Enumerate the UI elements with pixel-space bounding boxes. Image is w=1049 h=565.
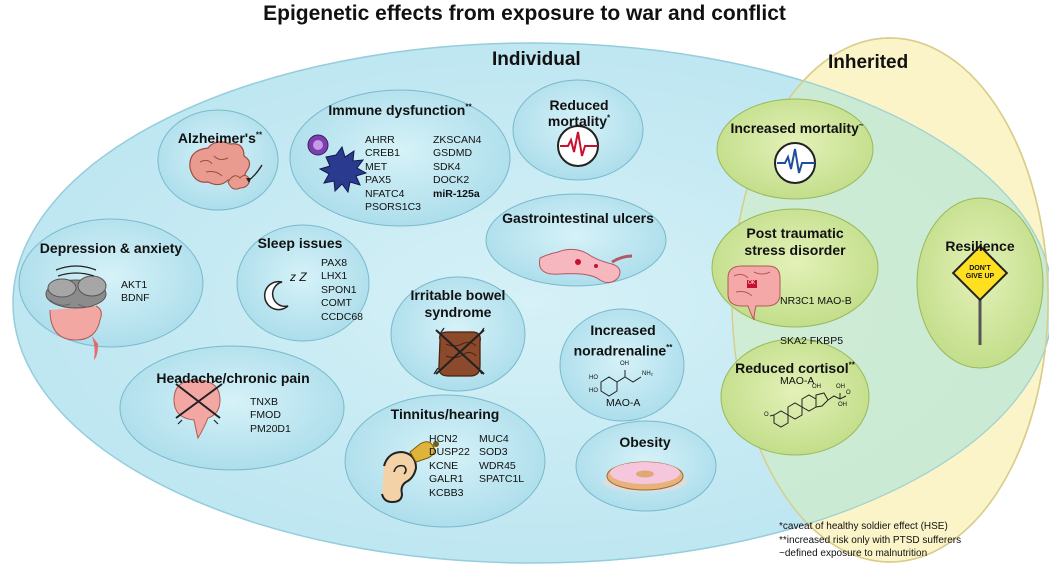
inherited-label: Inherited (828, 52, 909, 73)
noradrenaline-oh-label: OH (620, 361, 629, 367)
immune-genes-left: AHRR CREB1 MET PAX5 NFATC4 PSORS1C3 (365, 134, 422, 214)
bubble-reduced-cortisol (720, 338, 870, 456)
cortisol-o-label-1: O (846, 390, 851, 396)
tinnitus-genes-left: HCN2 DUSP22 KCNE GALR1 KCBB3 (429, 433, 470, 499)
depression-genes: AKT1 BDNF (121, 279, 150, 305)
ptsd-icon-text: OK (748, 280, 756, 286)
ibs-title: Irritable bowel syndrome (410, 287, 506, 320)
noradrenaline-nh2-label: NH₂ (642, 371, 653, 377)
gi-ulcers-title: Gastrointestinal ulcers (502, 210, 654, 226)
donut-icon (603, 461, 687, 492)
bubble-headache (119, 345, 345, 471)
noradrenaline-genes: MAO-A (606, 397, 641, 409)
individual-label: Individual (492, 49, 581, 70)
cortisol-oh-label-2: OH (836, 384, 845, 390)
moon-icon (263, 280, 289, 311)
footnotes: *caveat of healthy soldier effect (HSE) … (779, 520, 961, 561)
immune-title: Immune dysfunction** (328, 102, 472, 118)
cortisol-oh-label-1: OH (812, 384, 821, 390)
noradrenaline-molecule-icon (600, 370, 642, 397)
bubble-noradrenaline (559, 308, 685, 422)
noradrenaline-ho-label-1: HO (589, 375, 598, 381)
heartbeat-icon (557, 125, 599, 167)
resilience-title: Resilience (945, 238, 1015, 254)
alzheimers-title: Alzheimer's** (177, 130, 263, 146)
cortisol-o-label-2: O (764, 412, 769, 418)
dont-give-up-sign-icon (951, 244, 1009, 345)
bubble-gi-ulcers (485, 193, 667, 287)
depression-title: Depression & anxiety (39, 240, 183, 256)
ear-bell-icon (381, 441, 439, 504)
ptsd-title: Post traumatic stress disorder (744, 225, 846, 258)
immune-genes-right: ZKSCAN4 GSDMD SDK4 DOCK2 miR-125a (433, 134, 482, 200)
sleep-genes: PAX8 LHX1 SPON1 COMT CCDC68 (321, 257, 364, 323)
stormy-brain-icon (45, 265, 107, 360)
sign-text: DON'T GIVE UP (965, 265, 995, 280)
sleep-letters: z Z (290, 270, 307, 284)
cortisol-molecule-icon (769, 392, 847, 428)
cortisol-oh-label-3: OH (838, 402, 847, 408)
bubble-immune (289, 89, 511, 227)
noradrenaline-title: Increased noradrenaline** (573, 322, 673, 359)
bubble-depression (18, 218, 204, 348)
footnote-hse: *caveat of healthy soldier effect (HSE) (779, 521, 948, 532)
increased-mortality-title: Increased mortality~ (730, 120, 864, 136)
head-pain-icon (173, 377, 223, 440)
page-title: Epigenetic effects from exposure to war … (263, 2, 786, 25)
immune-cells-icon (307, 134, 368, 194)
reduced-cortisol-title: Reduced cortisol** (735, 360, 855, 376)
stressed-brain-icon (727, 265, 781, 321)
headache-title: Headache/chronic pain (156, 370, 310, 386)
sleep-title: Sleep issues (257, 235, 343, 251)
tinnitus-title: Tinnitus/hearing (390, 406, 500, 422)
obesity-title: Obesity (619, 434, 671, 450)
headache-genes: TNXB FMOD PM20D1 (250, 396, 291, 435)
intestine-icon (433, 327, 485, 377)
noradrenaline-ho-label-2: HO (589, 388, 598, 394)
heartbeat-icon (774, 142, 816, 184)
footnote-ptsd: **increased risk only with PTSD sufferer… (779, 534, 962, 546)
bubble-sleep (236, 224, 370, 342)
footnote-malnutrition: ~defined exposure to malnutrition (779, 548, 928, 559)
tinnitus-genes-right: MUC4 SOD3 WDR45 SPATC1L (479, 433, 525, 486)
reduced-mortality-title: Reduced mortality* (547, 97, 611, 129)
stomach-icon (538, 248, 633, 284)
brain-icon (189, 141, 263, 190)
ptsd-genes: NR3C1 MAO-B SKA2 FKBP5 MAO-A (780, 294, 852, 388)
